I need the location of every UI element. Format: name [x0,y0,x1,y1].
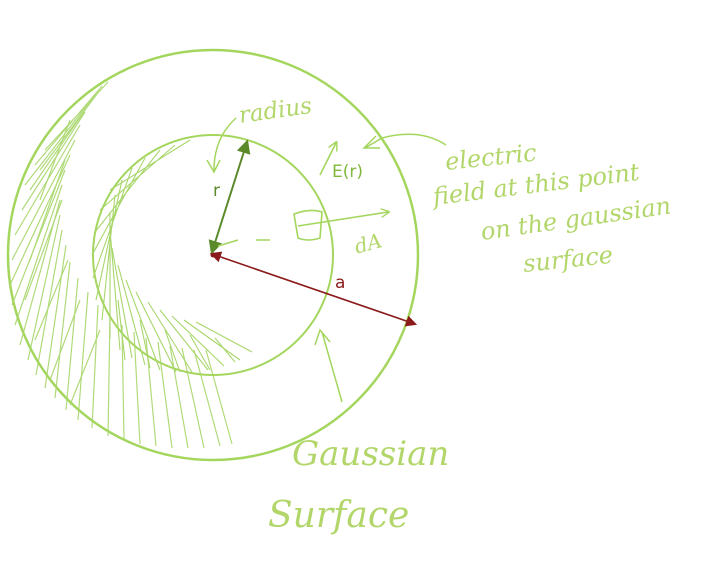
r-arrow [208,139,251,255]
E-label: E(r) [332,162,363,182]
electric-text-4: surface [522,241,615,278]
radius-pointer [206,117,237,174]
gaussian-text-2: Surface [268,495,409,536]
radius-label: radius [237,93,314,129]
electric-text-1: electric [444,139,538,176]
outer-shell [6,48,420,462]
dA-vector [297,212,388,227]
dA-connector [217,239,270,247]
dA-patch [293,209,323,241]
electric-pointer [362,133,447,149]
a-arrow [209,251,418,327]
gaussian-pointer [314,328,343,403]
inner-hatch [91,139,253,373]
outer-shell-hatch [9,81,233,449]
a-label: a [335,273,345,293]
r-label: r [213,181,220,201]
dA-label: dA [352,228,385,258]
E-arrow [319,143,336,176]
gaussian-text-1: Gaussian [292,434,449,474]
